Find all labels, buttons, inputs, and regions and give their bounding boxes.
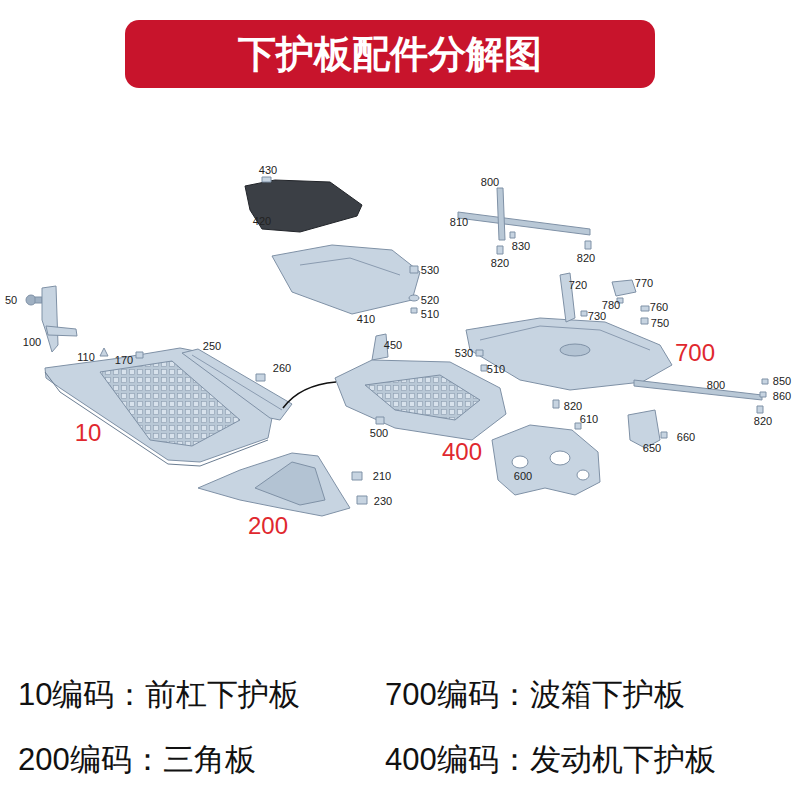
frame-hole — [512, 456, 528, 468]
clip — [411, 308, 417, 313]
clip — [661, 432, 667, 438]
bolt — [553, 400, 559, 408]
callout-number: 770 — [635, 277, 653, 289]
pointer-curve — [283, 382, 336, 408]
part-code: 200 — [248, 513, 288, 539]
clip — [357, 496, 367, 504]
clip — [641, 306, 649, 311]
clip — [481, 365, 487, 371]
bracket-foot — [46, 326, 77, 336]
callout-number: 510 — [487, 363, 505, 375]
washer — [409, 295, 419, 301]
part-code: 400 — [442, 439, 482, 465]
callout-number: 610 — [580, 413, 598, 425]
callout-number: 660 — [677, 431, 695, 443]
callout-number: 230 — [374, 495, 392, 507]
bolt — [510, 232, 515, 238]
part-code: 700 — [675, 340, 715, 366]
callout-number: 260 — [273, 362, 291, 374]
callout-number: 510 — [421, 308, 439, 320]
code-caption: 700编码：波箱下护板 — [385, 678, 685, 712]
callout-number: 720 — [569, 279, 587, 291]
clip — [262, 177, 271, 182]
code-caption: 200编码：三角板 — [18, 743, 256, 777]
clip — [476, 350, 483, 356]
callout-number: 850 — [773, 375, 791, 387]
cover-ridge — [480, 326, 650, 350]
support-frame — [492, 425, 600, 495]
callout-number: 170 — [115, 354, 133, 366]
title-text: 下护板配件分解图 — [238, 29, 542, 80]
callout-number: 780 — [602, 299, 620, 311]
callout-number: 110 — [77, 351, 95, 363]
clip — [581, 311, 587, 316]
callout-number: 810 — [450, 216, 468, 228]
callout-number: 800 — [481, 176, 499, 188]
bolt — [762, 379, 768, 384]
upper-panel — [272, 245, 420, 314]
callout-number: 100 — [23, 336, 41, 348]
brace-bar — [497, 188, 505, 240]
title-banner: 下护板配件分解图 — [125, 20, 655, 88]
cover-texture — [365, 375, 480, 420]
callout-number: 530 — [455, 347, 473, 359]
side-strip — [182, 349, 292, 420]
callout-number: 520 — [421, 294, 439, 306]
callout-number: 500 — [370, 427, 388, 439]
code-caption: 400编码：发动机下护板 — [385, 743, 716, 777]
part-code: 10 — [75, 420, 102, 446]
clip — [352, 472, 362, 480]
callout-number: 650 — [643, 442, 661, 454]
callout-number: 820 — [564, 400, 582, 412]
code-caption: 10编码：前杠下护板 — [18, 678, 300, 712]
clip — [136, 352, 143, 358]
bracket — [42, 286, 58, 352]
clip — [100, 348, 108, 356]
clip — [376, 417, 384, 424]
engine-cover — [335, 360, 506, 440]
plate-recess — [255, 462, 325, 505]
callout-number: 420 — [253, 215, 271, 227]
triangle-plate — [198, 453, 350, 516]
panel-ridge — [300, 258, 400, 275]
callout-number: 760 — [650, 301, 668, 313]
callout-number: 820 — [577, 252, 595, 264]
strip-ridge — [192, 355, 282, 410]
callout-number: 800 — [707, 379, 725, 391]
bolt — [497, 246, 503, 254]
callout-number: 730 — [588, 310, 606, 322]
callout-number: 50 — [5, 294, 17, 306]
callout-number: 210 — [373, 470, 391, 482]
callout-number: 820 — [754, 415, 772, 427]
callout-number: 860 — [773, 390, 791, 402]
callout-number: 410 — [357, 313, 375, 325]
callout-number: 820 — [491, 257, 509, 269]
bolt-shank — [35, 297, 42, 303]
dark-panel — [245, 180, 362, 232]
bolt — [757, 406, 763, 413]
brace-bar — [458, 212, 590, 235]
cover-bump — [560, 344, 590, 356]
gearbox-cover — [466, 318, 672, 390]
callout-number: 430 — [259, 164, 277, 176]
callout-number: 830 — [512, 240, 530, 252]
clip — [641, 318, 648, 324]
callout-number: 250 — [203, 340, 221, 352]
frame-hole — [577, 470, 589, 480]
clip — [256, 374, 265, 381]
callout-number: 750 — [651, 317, 669, 329]
callout-number: 600 — [514, 470, 532, 482]
clip — [410, 266, 418, 273]
bolt — [585, 241, 591, 249]
brace-bar — [634, 380, 762, 400]
bolt — [760, 392, 766, 397]
callout-number: 450 — [384, 339, 402, 351]
frame-hole — [550, 451, 570, 465]
bracket — [612, 280, 636, 296]
callout-number: 530 — [421, 264, 439, 276]
